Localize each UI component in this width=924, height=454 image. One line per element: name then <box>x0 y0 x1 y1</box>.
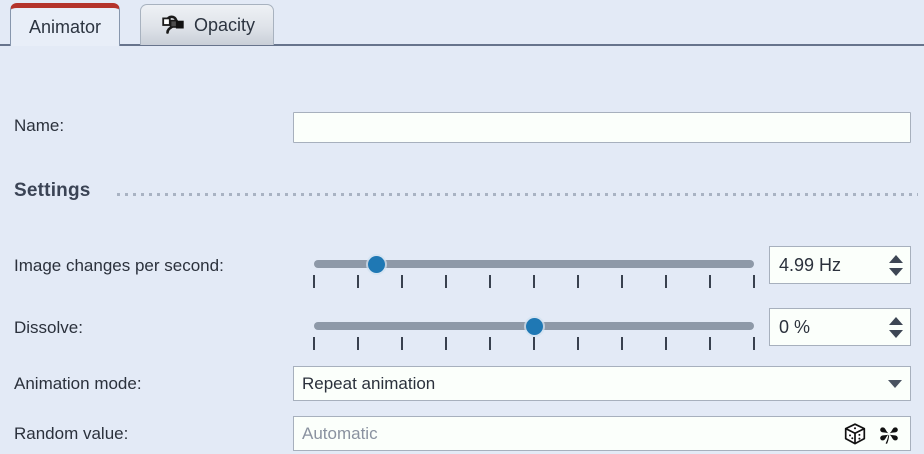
tab-animator-label: Animator <box>29 17 102 37</box>
row-random-value: Random value: <box>0 414 924 454</box>
row-settings-header: Settings <box>0 178 924 210</box>
animation-mode-label: Animation mode: <box>14 374 142 393</box>
settings-section-title: Settings <box>14 180 91 201</box>
name-input[interactable] <box>293 112 911 143</box>
animation-mode-value: Repeat animation <box>302 373 436 393</box>
dissolve-slider[interactable] <box>313 312 755 352</box>
clover-icon[interactable] <box>874 419 904 449</box>
image-changes-spin-buttons <box>882 247 910 283</box>
slider-tick <box>621 337 623 350</box>
slider-tick <box>489 275 491 288</box>
tab-opacity[interactable]: Opacity <box>140 4 275 45</box>
dissolve-slider-handle[interactable] <box>526 318 543 335</box>
slider-tick <box>665 275 667 288</box>
slider-tick <box>357 275 359 288</box>
slider-tick <box>313 275 315 288</box>
dissolve-slider-ticks <box>313 337 755 351</box>
slider-tick <box>313 337 315 350</box>
spin-down-icon[interactable] <box>889 329 903 338</box>
slider-tick <box>621 275 623 288</box>
chevron-down-icon[interactable] <box>880 379 910 388</box>
random-value-input[interactable] <box>294 416 840 451</box>
slider-tick <box>445 337 447 350</box>
slider-tick <box>753 275 755 288</box>
slider-tick <box>577 337 579 350</box>
tab-opacity-label: Opacity <box>194 15 256 35</box>
tab-animator[interactable]: Animator <box>10 3 121 46</box>
image-changes-slider-track[interactable] <box>314 260 754 268</box>
image-changes-value: 4.99 Hz <box>779 254 842 275</box>
tab-strip-underline <box>0 44 924 46</box>
random-value-icon-group <box>840 419 910 449</box>
image-changes-slider[interactable] <box>313 250 755 290</box>
slider-tick <box>533 337 535 350</box>
slider-tick <box>401 337 403 350</box>
random-value-label: Random value: <box>14 424 129 443</box>
image-changes-label: Image changes per second: <box>14 256 224 275</box>
slider-tick <box>357 337 359 350</box>
settings-divider <box>117 193 918 196</box>
slider-tick <box>577 275 579 288</box>
spin-up-icon[interactable] <box>889 316 903 325</box>
dissolve-spin-buttons <box>882 309 910 345</box>
image-changes-slider-handle[interactable] <box>367 256 385 273</box>
spin-down-icon[interactable] <box>889 267 903 276</box>
dissolve-spinbox[interactable]: 0 % <box>769 308 911 346</box>
slider-tick <box>401 275 403 288</box>
image-changes-slider-ticks <box>313 275 755 289</box>
tab-strip: Animator Opacity <box>0 0 924 46</box>
slider-tick <box>753 337 755 350</box>
slider-tick <box>665 337 667 350</box>
random-value-field[interactable] <box>293 416 911 451</box>
slider-tick <box>489 337 491 350</box>
slider-tick <box>709 337 711 350</box>
dice-icon[interactable] <box>840 419 870 449</box>
row-animation-mode: Animation mode: Repeat animation <box>0 364 924 404</box>
row-image-changes: Image changes per second: 4.99 Hz <box>0 242 924 290</box>
slider-tick <box>709 275 711 288</box>
dissolve-value: 0 % <box>779 316 811 337</box>
dissolve-label: Dissolve: <box>14 318 83 337</box>
row-dissolve: Dissolve: 0 % <box>0 304 924 352</box>
image-changes-spinbox[interactable]: 4.99 Hz <box>769 246 911 284</box>
animation-mode-select[interactable]: Repeat animation <box>293 366 911 401</box>
name-label: Name: <box>14 116 65 135</box>
slider-tick <box>533 275 535 288</box>
spin-up-icon[interactable] <box>889 254 903 263</box>
row-name: Name: <box>0 106 924 146</box>
slider-tick <box>445 275 447 288</box>
opacity-curve-icon <box>159 13 185 37</box>
